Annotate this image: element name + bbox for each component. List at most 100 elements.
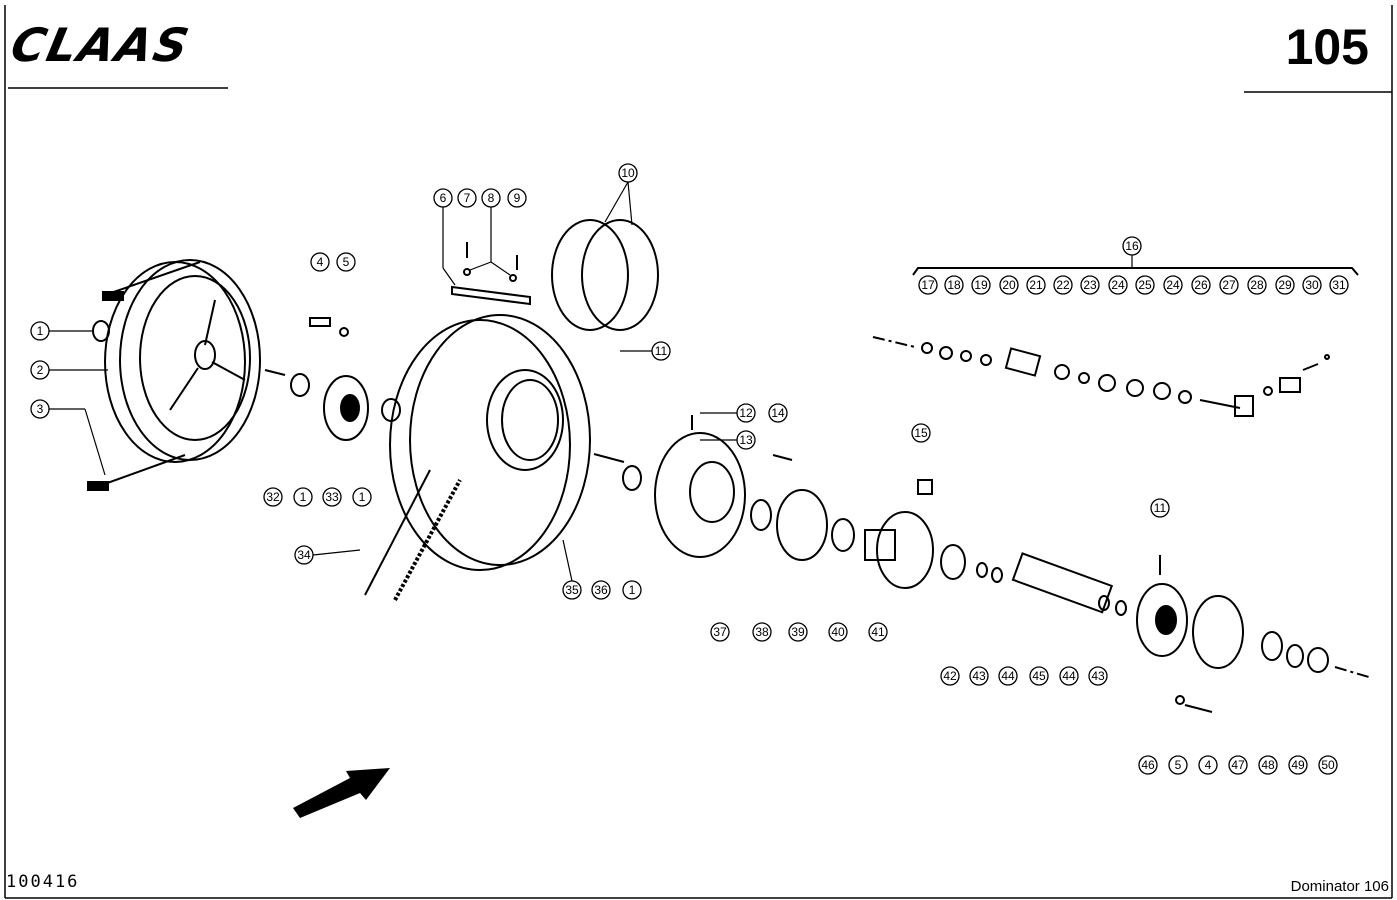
page-frame — [4, 5, 1393, 899]
callout-number: 1 — [629, 583, 636, 597]
callout-circle — [1122, 236, 1142, 256]
callout-circle — [868, 622, 888, 642]
callout-circle — [1029, 666, 1049, 686]
callout-circle — [1053, 275, 1073, 295]
callout-circle — [263, 487, 283, 507]
callout-circle — [1163, 275, 1183, 295]
callout-number: 25 — [1138, 278, 1152, 292]
callout-number: 24 — [1166, 278, 1180, 292]
callout-circle — [1135, 275, 1155, 295]
callout-number: 2 — [37, 363, 44, 377]
page-number: 105 — [1285, 19, 1369, 75]
callout-number: 23 — [1083, 278, 1097, 292]
callout-circle — [618, 163, 638, 183]
callout-number: 5 — [1175, 758, 1182, 772]
callout-25: 25 — [1135, 275, 1155, 295]
callout-circle — [998, 666, 1018, 686]
callout-13: 13 — [736, 430, 756, 450]
callout-number: 31 — [1332, 278, 1346, 292]
ring-10-drawing — [551, 219, 659, 331]
callout-number: 50 — [1321, 758, 1335, 772]
callout-circle — [1318, 755, 1338, 775]
callout-circle — [1288, 755, 1308, 775]
callout-circle — [768, 403, 788, 423]
callout-circle — [622, 580, 642, 600]
callout-circle — [788, 622, 808, 642]
callout-number: 28 — [1250, 278, 1264, 292]
callout-number: 30 — [1305, 278, 1319, 292]
callout-circle — [651, 341, 671, 361]
callout-14: 14 — [768, 403, 788, 423]
callout-49: 49 — [1288, 755, 1308, 775]
callout-number: 3 — [37, 402, 44, 416]
callout-6: 6 — [433, 188, 453, 208]
callout-number: 24 — [1111, 278, 1125, 292]
callout-circle — [918, 275, 938, 295]
leader-lines — [49, 181, 1133, 582]
callout-number: 46 — [1141, 758, 1155, 772]
callout-number: 10 — [621, 166, 635, 180]
callout-44: 44 — [1059, 666, 1079, 686]
callout-23: 23 — [1080, 275, 1100, 295]
callout-number: 33 — [325, 490, 339, 504]
callout-circle — [1138, 755, 1158, 775]
callout-circle — [336, 252, 356, 272]
hub-parts-middle — [593, 415, 1127, 616]
callout-number: 13 — [739, 433, 753, 447]
callout-5: 5 — [1168, 755, 1188, 775]
callout-number: 38 — [755, 625, 769, 639]
callout-1: 1 — [622, 580, 642, 600]
callout-circle — [944, 275, 964, 295]
callout-3: 3 — [30, 399, 50, 419]
large-pulley-drawing — [364, 314, 591, 601]
callout-number: 44 — [1062, 669, 1076, 683]
callout-1: 1 — [293, 487, 313, 507]
callout-5: 5 — [336, 252, 356, 272]
callout-24: 24 — [1163, 275, 1183, 295]
callout-47: 47 — [1228, 755, 1248, 775]
callout-29: 29 — [1275, 275, 1295, 295]
callout-number: 48 — [1261, 758, 1275, 772]
callout-number: 34 — [297, 548, 311, 562]
callout-circle — [1228, 755, 1248, 775]
callout-circle — [1191, 275, 1211, 295]
callout-16: 16 — [1122, 236, 1142, 256]
callout-32: 32 — [263, 487, 283, 507]
callout-42: 42 — [940, 666, 960, 686]
callout-number: 29 — [1278, 278, 1292, 292]
callout-circle — [481, 188, 501, 208]
callout-circle — [293, 487, 313, 507]
callout-50: 50 — [1318, 755, 1338, 775]
callout-31: 31 — [1329, 275, 1349, 295]
bearing-parts-right — [1136, 555, 1373, 713]
callout-circle — [294, 545, 314, 565]
callout-number: 44 — [1001, 669, 1015, 683]
callout-circle — [433, 188, 453, 208]
callout-number: 18 — [947, 278, 961, 292]
document-number: 100416 — [6, 872, 80, 892]
callout-circle — [1059, 666, 1079, 686]
callout-11: 11 — [1150, 498, 1170, 518]
callout-40: 40 — [828, 622, 848, 642]
callout-number: 1 — [359, 490, 366, 504]
callout-circle — [1258, 755, 1278, 775]
callout-circle — [736, 430, 756, 450]
callout-number: 36 — [594, 583, 608, 597]
callout-number: 21 — [1029, 278, 1043, 292]
callout-circle — [1247, 275, 1267, 295]
callout-19: 19 — [971, 275, 991, 295]
callout-43: 43 — [969, 666, 989, 686]
callout-4: 4 — [310, 252, 330, 272]
callout-circle — [1275, 275, 1295, 295]
callout-circle — [971, 275, 991, 295]
callout-circle — [1329, 275, 1349, 295]
callout-circle — [911, 423, 931, 443]
model-name: Dominator 106 — [1290, 878, 1389, 895]
callout-circle — [1219, 275, 1239, 295]
callout-37: 37 — [710, 622, 730, 642]
direction-arrow-icon — [293, 768, 390, 818]
callout-45: 45 — [1029, 666, 1049, 686]
callout-circle — [352, 487, 372, 507]
